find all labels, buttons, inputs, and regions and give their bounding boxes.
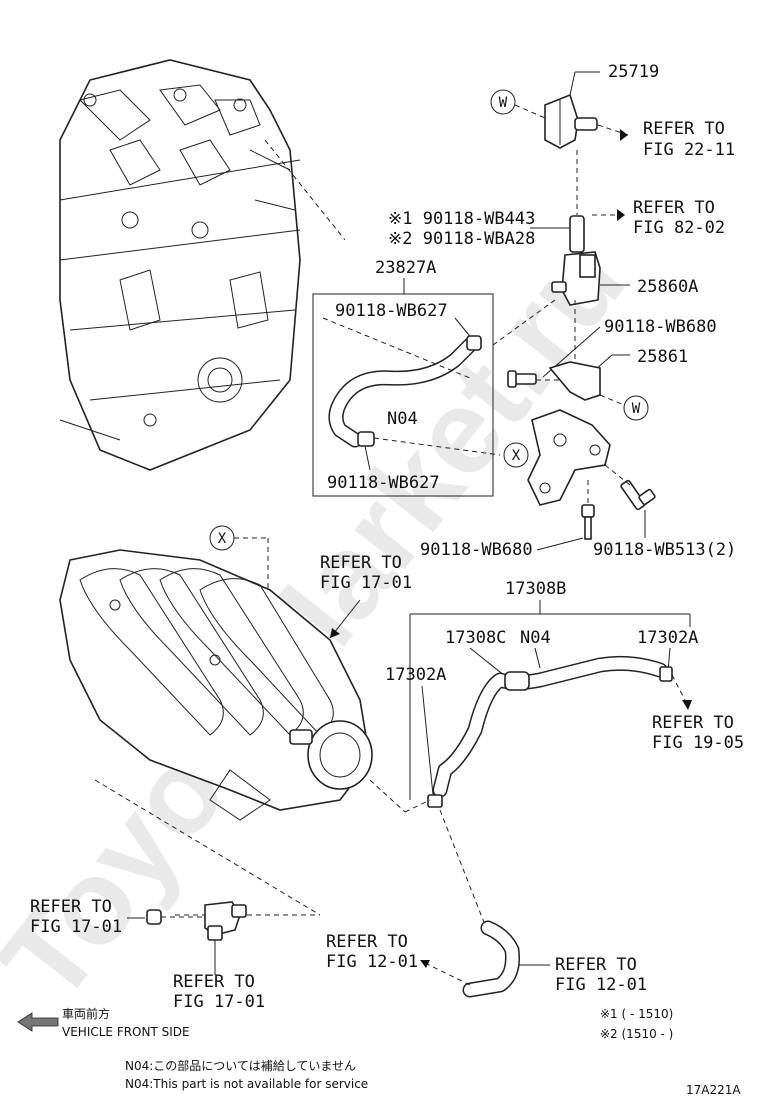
- refer-82-02-line1[interactable]: REFER TO: [633, 198, 715, 218]
- sensor-illustration: [146, 901, 247, 941]
- note-n04-en: N04:This part is not available for servi…: [125, 1077, 368, 1091]
- marker-w-mid: W: [632, 401, 641, 417]
- marker-x-mid: X: [512, 448, 521, 464]
- marker-x-mid-circle: [503, 442, 529, 468]
- refer-17-01-mid-line2[interactable]: FIG 17-01: [320, 573, 412, 593]
- hose-lower-illustration: [462, 920, 520, 998]
- engine-block-illustration: [59, 59, 301, 471]
- marker-x-top: X: [218, 531, 227, 547]
- refer-82-02-line2[interactable]: FIG 82-02: [633, 218, 725, 238]
- vehicle-front-arrow-icon: [17, 1012, 59, 1032]
- marker-w-top-circle: [490, 89, 516, 115]
- part-label-17302A-left[interactable]: 17302A: [385, 665, 446, 685]
- part-25861-illustration: [527, 361, 611, 506]
- arrow-icon: [682, 700, 692, 710]
- arrow-icon: [420, 960, 430, 968]
- refer-22-11-line2[interactable]: FIG 22-11: [643, 140, 735, 160]
- part-label-23827A[interactable]: 23827A: [375, 258, 436, 278]
- note-1: ※1 ( - 1510): [600, 1007, 673, 1021]
- marker-w-mid-circle: [623, 395, 649, 421]
- intake-manifold-illustration: [59, 549, 373, 821]
- refer-22-11-line1[interactable]: REFER TO: [643, 119, 725, 139]
- fastener-label-wb680-bottom[interactable]: 90118-WB680: [420, 540, 533, 560]
- fastener-label-wb443[interactable]: ※1 90118-WB443: [388, 209, 535, 229]
- hose-n04-box-illustration: [328, 335, 482, 448]
- part-label-25719[interactable]: 25719: [608, 62, 659, 82]
- arrow-icon: [330, 628, 340, 638]
- vehicle-front-jp: 車両前方: [62, 1006, 110, 1021]
- fastener-label-wb627-top[interactable]: 90118-WB627: [335, 301, 448, 321]
- part-25719-illustration: [544, 93, 598, 149]
- part-label-17308C[interactable]: 17308C: [445, 628, 506, 648]
- part-label-25860A[interactable]: 25860A: [637, 277, 698, 297]
- refer-17-01-bottom-line1[interactable]: REFER TO: [173, 972, 255, 992]
- arrow-icon: [617, 209, 625, 221]
- bolt-wb680-bottom-illustration: [581, 504, 595, 540]
- refer-17-01-mid-line1[interactable]: REFER TO: [320, 553, 402, 573]
- hose-17308B-illustration: [427, 655, 673, 808]
- refer-17-01-left-line2[interactable]: FIG 17-01: [30, 917, 122, 937]
- part-label-17308B[interactable]: 17308B: [505, 579, 566, 599]
- refer-12-01-right-line1[interactable]: REFER TO: [555, 955, 637, 975]
- bolt-wb680-right-illustration: [507, 370, 537, 388]
- hose-assembly-box: [312, 293, 494, 497]
- part-label-n04-box[interactable]: N04: [387, 409, 418, 429]
- fastener-label-wb680-right[interactable]: 90118-WB680: [604, 317, 717, 337]
- refer-19-05-line1[interactable]: REFER TO: [652, 713, 734, 733]
- part-label-25861[interactable]: 25861: [637, 347, 688, 367]
- fastener-label-wba28[interactable]: ※2 90118-WBA28: [388, 229, 535, 249]
- refer-12-01-right-line2[interactable]: FIG 12-01: [555, 975, 647, 995]
- fastener-label-wb627-bottom[interactable]: 90118-WB627: [327, 473, 440, 493]
- part-label-n04-hose[interactable]: N04: [520, 628, 551, 648]
- part-25860A-illustration: [551, 215, 601, 306]
- refer-12-01-center-line2[interactable]: FIG 12-01: [326, 952, 418, 972]
- refer-17-01-bottom-line2[interactable]: FIG 17-01: [173, 992, 265, 1012]
- diagram-code: 17A221A: [686, 1083, 741, 1097]
- refer-12-01-center-line1[interactable]: REFER TO: [326, 932, 408, 952]
- refer-19-05-line2[interactable]: FIG 19-05: [652, 733, 744, 753]
- vehicle-front-en: VEHICLE FRONT SIDE: [62, 1025, 190, 1039]
- part-label-17302A-right[interactable]: 17302A: [637, 628, 698, 648]
- note-n04-jp: N04:この部品については補給していません: [125, 1058, 356, 1073]
- marker-w-top: W: [499, 95, 508, 111]
- note-2: ※2 (1510 - ): [600, 1027, 673, 1041]
- bolt-wb513-illustration: [620, 479, 656, 511]
- fastener-label-wb513[interactable]: 90118-WB513(2): [593, 540, 736, 560]
- refer-17-01-left-line1[interactable]: REFER TO: [30, 897, 112, 917]
- arrow-icon: [620, 129, 628, 141]
